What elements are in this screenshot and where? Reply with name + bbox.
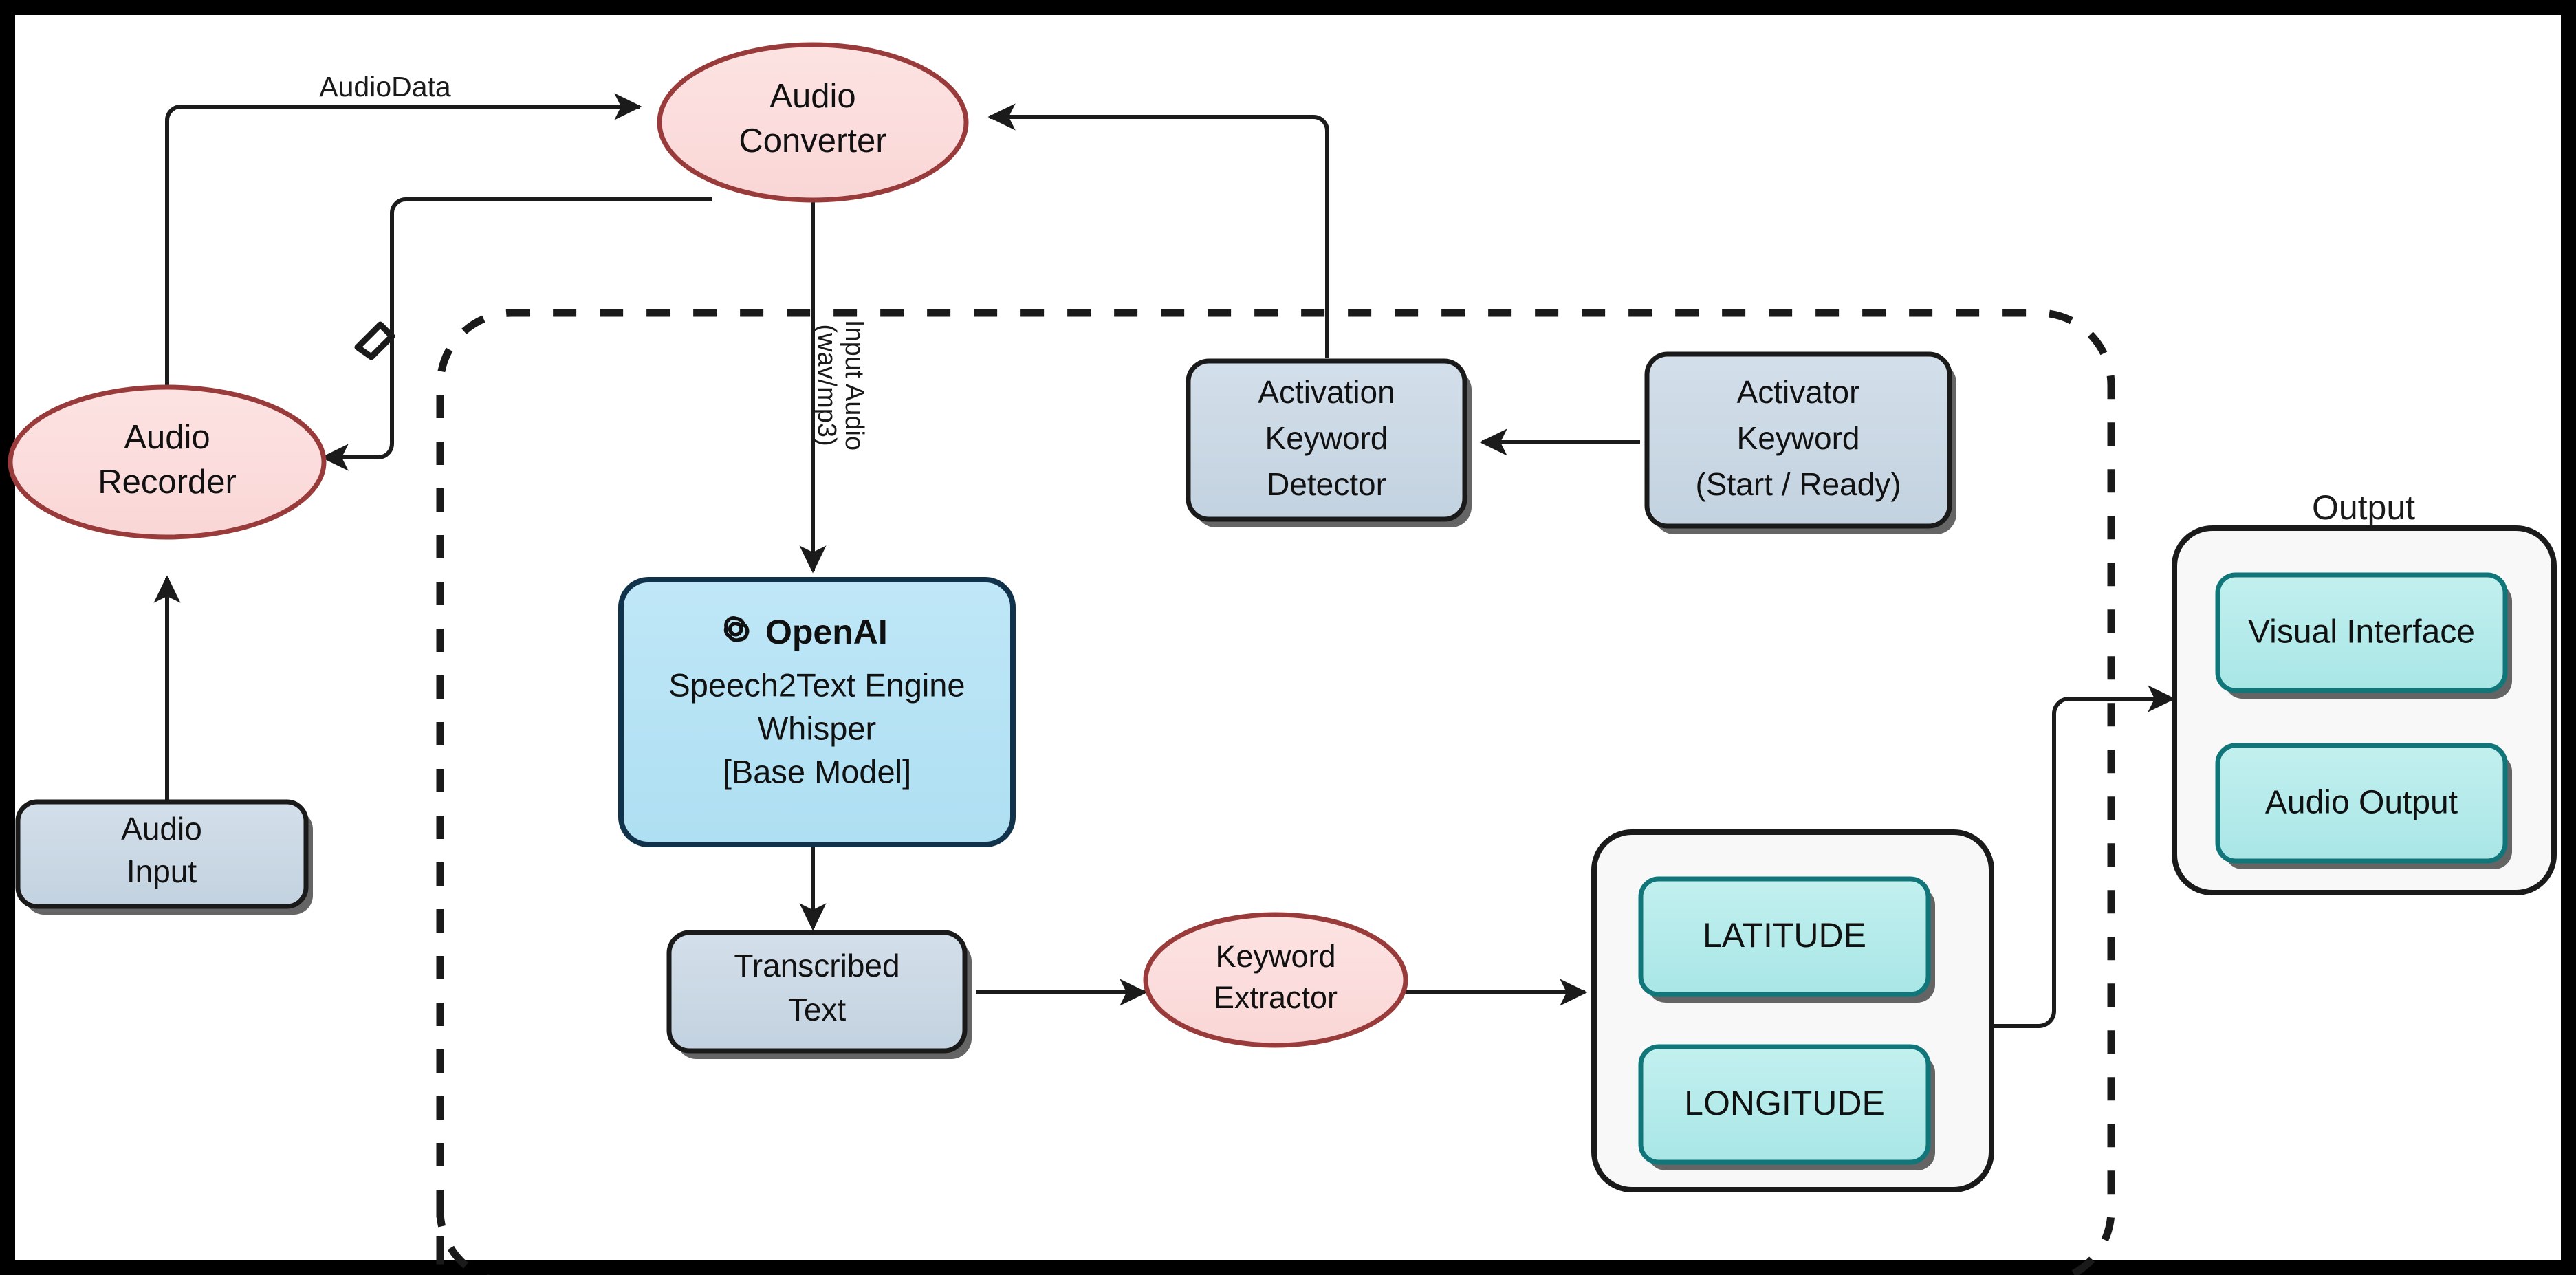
output-item-audio-output[interactable]: Audio Output [2215, 743, 2512, 869]
edge-converter-to-recorder [320, 197, 712, 471]
edge-label-input-audio-line1: Input Audio [840, 320, 869, 450]
longitude-shape [1638, 1044, 1931, 1165]
transcribed-text-shape [666, 930, 968, 1054]
activator-keyword-shape [1644, 351, 1952, 529]
edge-detector-to-converter [987, 103, 1329, 358]
openai-logo-icon [723, 616, 750, 642]
node-keyword-extractor[interactable]: Keyword Extractor [1143, 912, 1408, 1048]
activator-keyword-label-3: (Start / Ready) [1695, 466, 1901, 502]
audio-output-label: Audio Output [2265, 785, 2458, 821]
audio-input-label-2: Input [127, 853, 197, 889]
edge-recorder-to-converter [165, 93, 642, 426]
whisper-engine-brand: OpenAI [765, 613, 888, 651]
activation-keyword-detector-label-1: Activation [1258, 374, 1395, 410]
keyword-extractor-label-2: Extractor [1214, 980, 1338, 1015]
audio-output-shape [2215, 743, 2508, 864]
audio-converter-label-2: Converter [739, 122, 886, 160]
audio-converter-shape [657, 42, 969, 203]
transcribed-text-label-2: Text [788, 992, 847, 1027]
whisper-engine-label-2: Whisper [758, 710, 876, 746]
dashed-subsystem-boundary [436, 309, 2115, 1275]
audio-converter-label-1: Audio [769, 78, 855, 115]
audio-recorder-shape [8, 384, 327, 540]
node-audio-input[interactable]: Audio Input [15, 799, 313, 915]
latitude-shape [1638, 876, 1931, 997]
audio-recorder-label-2: Recorder [98, 464, 237, 501]
coordinate-item-latitude[interactable]: LATITUDE [1638, 876, 1935, 1003]
coordinates-group: LATITUDE LONGITUDE [1591, 829, 1994, 1192]
visual-interface-shape [2215, 572, 2508, 693]
whisper-engine-label-1: Speech2Text Engine [668, 666, 965, 703]
keyword-extractor-label-1: Keyword [1215, 939, 1335, 974]
edge-label-audiodata: AudioData [319, 71, 451, 102]
output-item-visual-interface[interactable]: Visual Interface [2215, 572, 2512, 699]
keyword-extractor-shape [1143, 912, 1408, 1048]
activation-keyword-detector-label-2: Keyword [1265, 420, 1388, 456]
transcribed-text-label-1: Transcribed [734, 948, 899, 983]
activation-keyword-detector-shape [1186, 358, 1467, 522]
audio-input-label-1: Audio [121, 811, 202, 847]
whisper-engine-label-3: [Base Model] [723, 753, 911, 789]
node-activation-keyword-detector[interactable]: Activation Keyword Detector [1186, 358, 1472, 527]
node-transcribed-text[interactable]: Transcribed Text [666, 930, 972, 1059]
line-jump-marker [354, 321, 395, 360]
node-activator-keyword[interactable]: Activator Keyword (Start / Ready) [1644, 351, 1956, 534]
coordinate-item-longitude[interactable]: LONGITUDE [1638, 1044, 1935, 1170]
audio-input-shape [15, 799, 309, 909]
visual-interface-label: Visual Interface [2248, 614, 2475, 651]
audio-recorder-label-1: Audio [124, 419, 210, 456]
edge-label-input-audio-line2: (wav/mp3) [812, 324, 841, 446]
whisper-engine-shape [618, 577, 1016, 847]
edge-coordinates-to-output [1987, 685, 2176, 1028]
node-audio-converter[interactable]: Audio Converter [657, 42, 969, 203]
activation-keyword-detector-label-3: Detector [1267, 466, 1386, 502]
output-group-caption: Output [2312, 488, 2415, 527]
edge-label-input-audio: Input Audio (wav/mp3) [812, 320, 869, 450]
activator-keyword-label-1: Activator [1737, 374, 1860, 410]
latitude-label: LATITUDE [1703, 916, 1866, 955]
activator-keyword-label-2: Keyword [1737, 420, 1860, 456]
node-audio-recorder[interactable]: Audio Recorder [8, 384, 327, 540]
output-group: Output Visual Interface Audio Output [2172, 488, 2557, 895]
node-whisper-engine[interactable]: OpenAI Speech2Text Engine Whisper [Base … [618, 577, 1016, 847]
longitude-label: LONGITUDE [1684, 1084, 1885, 1122]
